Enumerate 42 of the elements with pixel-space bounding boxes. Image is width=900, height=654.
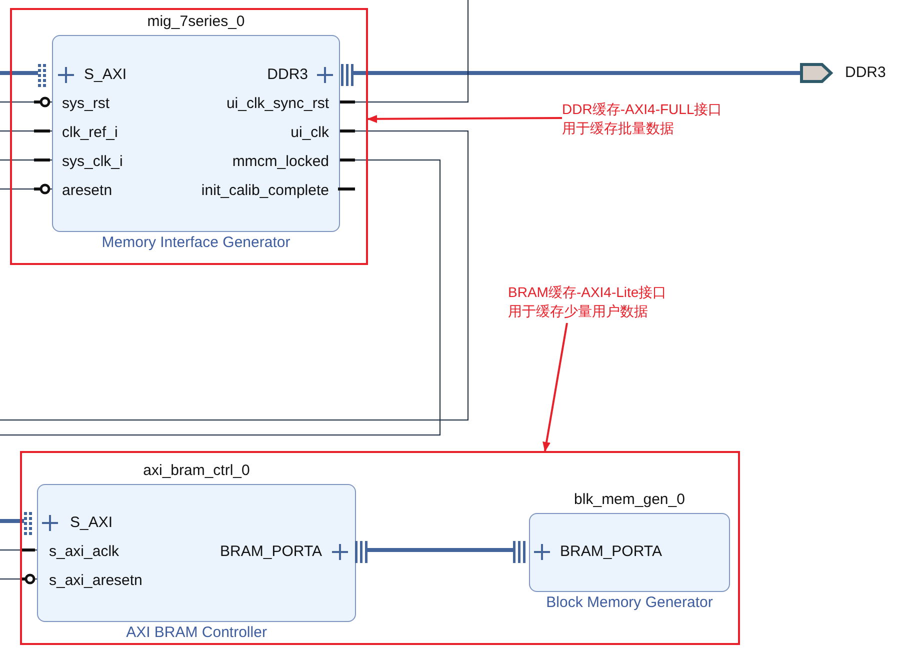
wire — [0, 548, 38, 552]
wire — [0, 130, 52, 132]
port-label: S_AXI — [70, 513, 113, 533]
annotation-text: 用于缓存少量用户数据 — [508, 302, 648, 320]
port-label: init_calib_complete — [201, 181, 329, 201]
port-label: clk_ref_i — [62, 123, 118, 143]
wire — [0, 158, 52, 162]
port-label: ui_clk_sync_rst — [226, 94, 329, 114]
port-label: sys_rst — [62, 94, 110, 114]
port-label: s_axi_aresetn — [49, 571, 142, 591]
ip-name: Memory Interface Generator — [102, 234, 290, 252]
wire — [0, 188, 52, 190]
port-label: DDR3 — [267, 65, 308, 85]
annotation-text: 用于缓存批量数据 — [562, 119, 674, 137]
instance-name: blk_mem_gen_0 — [574, 491, 685, 509]
port-label: BRAM_PORTA — [220, 542, 322, 562]
bus-connection — [353, 71, 800, 75]
wire — [338, 0, 468, 104]
port-label: s_axi_aclk — [49, 542, 120, 562]
bus-connection — [367, 548, 513, 552]
port-label: mmcm_locked — [232, 152, 329, 172]
wire — [0, 158, 440, 436]
arrow — [542, 322, 568, 452]
port-label: sys_clk_i — [62, 152, 123, 172]
instance-name: mig_7series_0 — [147, 13, 245, 31]
port-label: BRAM_PORTA — [560, 542, 662, 562]
bus-connection — [0, 519, 24, 523]
annotation-text: BRAM缓存-AXI4-Lite接口 — [508, 283, 667, 301]
bus-connection — [0, 71, 38, 75]
port-label: aresetn — [62, 181, 112, 201]
port-label: ui_clk — [290, 123, 329, 143]
instance-name: axi_bram_ctrl_0 — [143, 462, 250, 480]
wire — [0, 130, 468, 420]
ip-name: AXI BRAM Controller — [126, 624, 267, 642]
arrow — [367, 114, 562, 123]
ip-name: Block Memory Generator — [546, 594, 713, 612]
wire — [0, 578, 38, 580]
port-label: S_AXI — [84, 65, 127, 85]
annotation-text: DDR缓存-AXI4-FULL接口 — [562, 100, 722, 118]
highlight-frame — [10, 8, 368, 265]
port-name: DDR3 — [845, 63, 886, 83]
highlight-frame — [20, 451, 740, 645]
